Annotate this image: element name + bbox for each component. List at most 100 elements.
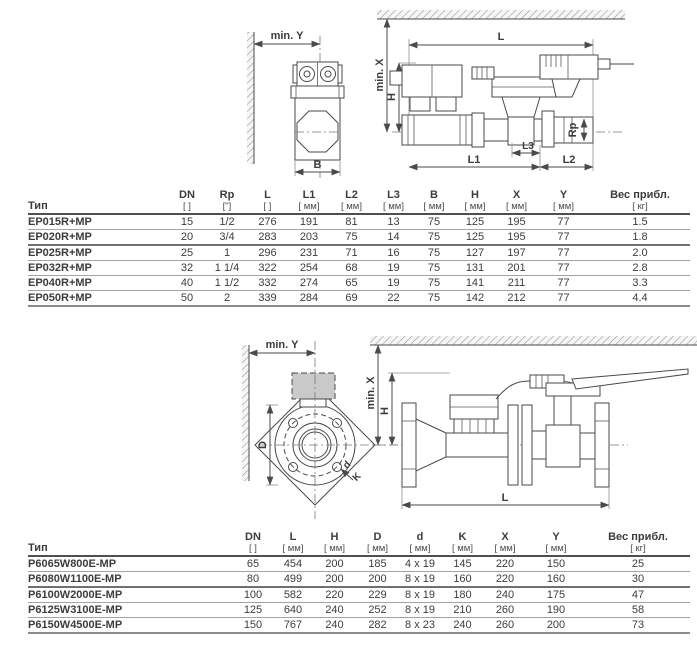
dim-label-rp: Rp: [567, 122, 579, 137]
cell: 145: [441, 556, 484, 572]
cell: 69: [330, 290, 373, 307]
cell: 125: [454, 229, 496, 246]
l-dimension: L: [401, 487, 610, 509]
cell: 200: [526, 617, 586, 634]
cell: 4.4: [590, 290, 690, 307]
sensor-cable: [495, 380, 531, 400]
cell: 75: [330, 229, 373, 246]
cell-type: EP050R+MP: [28, 290, 167, 307]
cell: 75: [414, 245, 454, 261]
col-header-d-hole: d[ мм]: [399, 531, 441, 557]
actuator-port-right: [320, 66, 336, 82]
col-header-dn: DN[ ]: [167, 189, 207, 215]
col-header-rp: Rp["]: [207, 189, 247, 215]
cell: 19: [373, 275, 414, 291]
ball-valve-body: [401, 114, 473, 146]
valve-dimensions-table-threaded: Тип DN[ ] Rp["] L[ ] L1[ мм] L2[ мм] L3[…: [28, 189, 690, 307]
threaded-fitting: [471, 66, 495, 80]
actuator-box: [291, 372, 336, 400]
col-header-d-flange: D[ мм]: [356, 531, 399, 557]
col-header-type: Тип: [28, 531, 233, 557]
cell: 81: [330, 214, 373, 230]
cell: 296: [247, 245, 288, 261]
min-y-dimension: min. Y: [248, 339, 316, 357]
cell: 100: [233, 587, 273, 603]
table-header-row: Тип DN[ ] L[ мм] H[ мм] D[ мм] d[ мм] K[…: [28, 531, 690, 557]
min-y-dimension: min. Y: [253, 30, 321, 48]
cell: 142: [454, 290, 496, 307]
dim-label-min-y: min. Y: [266, 339, 299, 351]
col-header-weight: Вес прибл.[ кг]: [590, 189, 690, 215]
cell: 75: [414, 214, 454, 230]
cell: 125: [454, 214, 496, 230]
bottom-dimensions: L3 L1 L2: [408, 141, 594, 171]
cell: 210: [441, 602, 484, 618]
cell: 3/4: [207, 229, 247, 246]
cell-type: EP015R+MP: [28, 214, 167, 230]
dim-label-l3: L3: [522, 141, 534, 152]
cell: 322: [247, 260, 288, 276]
cell: 582: [273, 587, 313, 603]
col-header-dn: DN[ ]: [233, 531, 273, 557]
cell: 80: [233, 571, 273, 588]
cell: 131: [454, 260, 496, 276]
col-header-k: K[ мм]: [441, 531, 484, 557]
cell: 77: [537, 245, 590, 261]
cell: 65: [233, 556, 273, 572]
dim-label-l1: L1: [468, 154, 481, 166]
figure2-front-view-drawing: min. Y D d K: [242, 339, 398, 519]
valve-front-view: [290, 61, 345, 161]
cell: 15: [167, 214, 207, 230]
cell: 274: [288, 275, 330, 291]
cell: 284: [288, 290, 330, 307]
mid-flange-right: [521, 404, 533, 486]
cell: 75: [414, 229, 454, 246]
cell: 2.0: [590, 245, 690, 261]
cell: 229: [356, 587, 399, 603]
cell-type: P6080W1100E-MP: [28, 571, 233, 588]
cell: 8 x 19: [399, 571, 441, 588]
actuator-right: [539, 54, 599, 80]
valve-body: [294, 97, 341, 161]
min-x-dimension: min. X: [374, 18, 391, 133]
cell: 195: [496, 214, 537, 230]
bolt-hole: [332, 462, 342, 472]
cell: 25: [586, 556, 690, 572]
ceiling-hatch: [370, 336, 697, 346]
cell-type: P6065W800E-MP: [28, 556, 233, 572]
cell: 200: [313, 571, 356, 588]
table-header-row: Тип DN[ ] Rp["] L[ ] L1[ мм] L2[ мм] L3[…: [28, 189, 690, 215]
col-header-l2: L2[ мм]: [330, 189, 373, 215]
cell: 65: [330, 275, 373, 291]
cell: 30: [586, 571, 690, 588]
cell: 2: [207, 290, 247, 307]
wall-hatch: [242, 345, 250, 481]
col-header-h: H[ мм]: [454, 189, 496, 215]
cell: 25: [167, 245, 207, 261]
valve-stem: [553, 394, 572, 426]
hex-nut: [296, 110, 339, 153]
cell: 767: [273, 617, 313, 634]
flow-meter-body: [507, 116, 535, 146]
cell: 68: [330, 260, 373, 276]
cell: 77: [537, 290, 590, 307]
cell-type: P6125W3100E-MP: [28, 602, 233, 618]
cell: 1: [207, 245, 247, 261]
cell: 77: [537, 260, 590, 276]
dim-label-b: B: [314, 159, 322, 171]
dim-label-min-x: min. X: [374, 58, 386, 92]
min-x-dimension: min. X: [365, 344, 382, 446]
cable-connector: [597, 58, 611, 70]
cell: 220: [484, 571, 526, 588]
ceiling-hatch: [377, 10, 625, 20]
bolt-hole: [288, 462, 298, 472]
h-dimension: H: [379, 372, 450, 446]
cell: 16: [373, 245, 414, 261]
cell: 282: [356, 617, 399, 634]
